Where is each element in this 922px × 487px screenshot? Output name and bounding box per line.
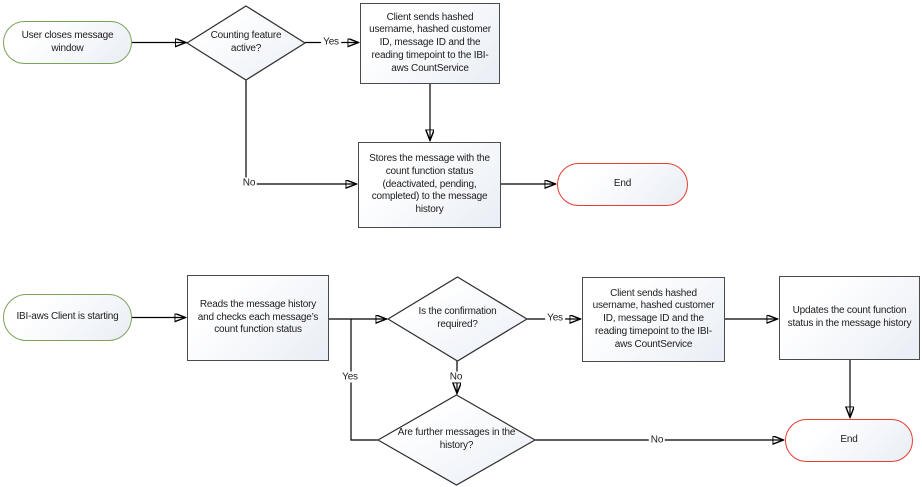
flow1-start-terminator: User closes message window — [3, 21, 132, 64]
flow1-counting-decision: Counting feature active? — [185, 5, 307, 81]
flow2-start-terminator: IBI-aws Client is starting — [3, 294, 132, 341]
flow2-confirmation-no-label: No — [447, 371, 465, 383]
flow2-send-process: Client sends hashed username, hashed cus… — [582, 277, 725, 362]
flow2-further-messages-decision: Are further messages in the history? — [376, 394, 537, 486]
flow1-counting-decision-label: Counting feature active? — [210, 30, 282, 54]
connector-further-yes-loop — [350, 319, 378, 441]
connector-counting-no-to-store — [245, 80, 357, 184]
flow2-confirmation-yes-label: Yes — [545, 312, 565, 324]
flow1-yes-label: Yes — [321, 36, 341, 48]
flow2-confirmation-decision: Is the confirmation required? — [386, 276, 529, 362]
flow2-update-process: Updates the count function status in the… — [779, 276, 920, 360]
flow2-read-process: Reads the message history and checks eac… — [187, 275, 329, 361]
flow1-send-process: Client sends hashed username, hashed cus… — [360, 3, 500, 84]
flow1-end-terminator: End — [557, 163, 688, 206]
flow2-loop-yes-label: Yes — [340, 371, 360, 383]
flow2-end-no-label: No — [648, 434, 666, 446]
flow1-store-process: Stores the message with the count functi… — [358, 142, 501, 228]
flow2-confirmation-decision-label: Is the confirmation required? — [418, 306, 497, 330]
flow1-no-label: No — [240, 177, 258, 189]
flow2-further-messages-decision-label: Are further messages in the history? — [397, 427, 516, 451]
flow2-end-terminator: End — [785, 419, 913, 462]
